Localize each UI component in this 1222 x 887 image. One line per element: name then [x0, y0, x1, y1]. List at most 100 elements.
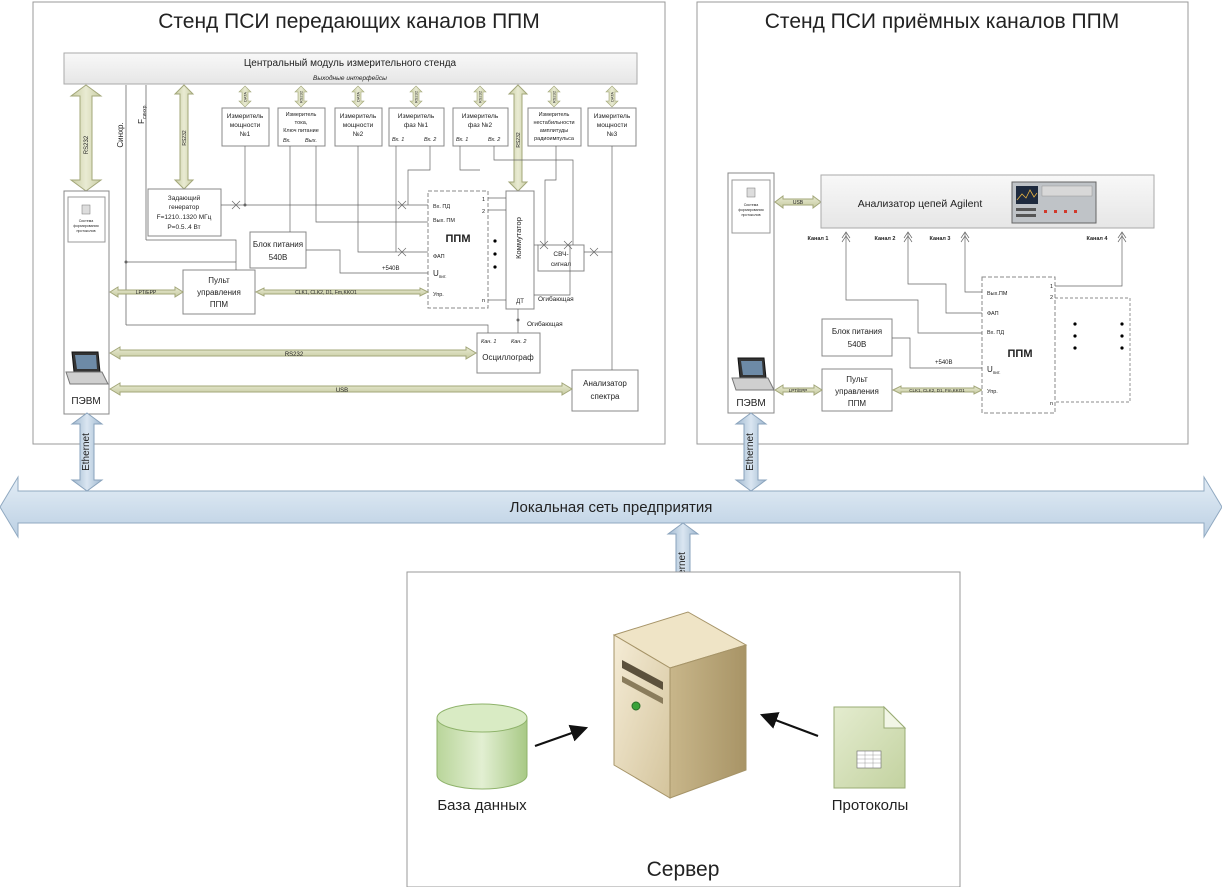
meter-link-arrow — [409, 85, 423, 108]
db-to-server-arrow — [534, 724, 589, 748]
sync-label: Синхр. — [116, 122, 125, 147]
tx-laptop-icon — [65, 351, 109, 385]
tx-rs232-bus: RS232 — [109, 346, 477, 360]
tx-pc-label: ПЭВМ — [71, 396, 100, 407]
svg-text:Ethernet: Ethernet — [677, 552, 688, 590]
svg-text:ДТ: ДТ — [516, 299, 524, 305]
svg-text:CLK1, CLK2, D1, Fm,KKO1: CLK1, CLK2, D1, Fm,KKO1 — [295, 290, 357, 296]
svg-text:СВЧ-сигнал: СВЧ-сигнал — [551, 251, 571, 268]
svg-text:Коммутатор: Коммутатор — [514, 217, 523, 259]
output-interfaces-label: Выходные интерфейсы — [313, 74, 387, 82]
tx-wiring — [126, 146, 613, 370]
rx-pc-label: ПЭВМ — [736, 398, 765, 409]
svg-text:RS232: RS232 — [182, 130, 188, 146]
svg-text:USB: USB — [336, 388, 348, 394]
svg-text:2: 2 — [1050, 295, 1053, 301]
tx-lpt-bus: LPT/EPP — [109, 286, 184, 298]
svg-text:1: 1 — [1050, 284, 1053, 290]
svg-text:RS232: RS232 — [285, 352, 304, 358]
svg-text:Упр.: Упр. — [987, 389, 998, 395]
tx-stand-title: Стенд ПСИ передающих каналов ППМ — [158, 10, 540, 33]
svg-text:Канал 2: Канал 2 — [875, 236, 896, 242]
rx-plus540: +540В — [935, 360, 953, 366]
svg-text:Вх. 1Вх. 2: Вх. 1Вх. 2 — [456, 137, 500, 143]
rf-signal-label: СВЧ-сигнал — [537, 244, 585, 272]
envelope-label-1: Огибающая — [538, 295, 574, 303]
svg-text:n: n — [1050, 401, 1053, 407]
protocols-document-icon — [833, 705, 907, 789]
svg-text:Упр.: Упр. — [433, 292, 444, 298]
ethernet-rx: Ethernet — [734, 412, 768, 492]
network-analyzer: Анализатор цепей Agilent — [820, 174, 1155, 229]
meter-link-label: RS232 — [552, 90, 557, 103]
central-module-label: Центральный модуль измерительного стенда — [244, 58, 457, 69]
svg-text:1: 1 — [482, 197, 485, 203]
svg-text:Uпит.: Uпит. — [433, 269, 447, 279]
server-area: Сервер База данных Протоколы — [406, 571, 961, 887]
rx-channel-connectors — [841, 231, 1127, 243]
network-analyzer-device-icon — [1011, 181, 1097, 224]
switch-box: Коммутатор ДТ — [505, 190, 535, 310]
tx-junctions — [124, 203, 520, 322]
meter-link-label: DATA — [243, 92, 248, 102]
svg-text:ППМ: ППМ — [1008, 348, 1033, 360]
rx-stand-title: Стенд ПСИ приёмных каналов ППМ — [765, 10, 1119, 33]
tx-usb-bus: USB — [109, 382, 573, 396]
svg-text:ППМ: ППМ — [446, 233, 471, 245]
tx-coupler-marks — [231, 200, 599, 257]
svg-text:Канал 3: Канал 3 — [930, 236, 951, 242]
lan-bus: Локальная сеть предприятия — [0, 475, 1222, 539]
svg-text:RS232: RS232 — [516, 132, 522, 148]
envelope-label-2: Огибающая — [527, 320, 563, 328]
svg-text:USB: USB — [793, 200, 804, 206]
svg-text:Канал 1: Канал 1 — [808, 236, 829, 242]
meter-link-label: DATA — [356, 92, 361, 102]
protocols-label: Протоколы — [832, 797, 908, 814]
protocols-to-server-arrow — [759, 712, 819, 738]
svg-text:Ethernet: Ethernet — [81, 433, 92, 471]
svg-text:2: 2 — [482, 209, 485, 215]
svg-text:n: n — [482, 298, 485, 304]
meter-link-arrow — [547, 85, 561, 108]
tx-stand: Стенд ПСИ передающих каналов ППМ Централ… — [32, 1, 666, 445]
ethernet-tx: Ethernet — [70, 412, 104, 492]
rx-lpt-bus: LPT/EPP — [774, 384, 823, 396]
f-sync-label: Fсинхр. — [137, 104, 148, 124]
svg-text:Вх. 1Вх. 2: Вх. 1Вх. 2 — [392, 137, 436, 143]
svg-text:RS232: RS232 — [84, 135, 90, 154]
rx-laptop-icon — [731, 357, 775, 391]
meter-link-arrow — [238, 85, 252, 108]
database-icon — [436, 703, 528, 790]
meter-link-label: DATA — [610, 92, 615, 102]
tx-plus540: +540В — [382, 266, 400, 272]
svg-text:Осциллограф: Осциллограф — [482, 353, 534, 362]
svg-text:Канал 4: Канал 4 — [1087, 236, 1109, 242]
lan-label: Локальная сеть предприятия — [510, 499, 713, 516]
svg-text:Вх.Вых.: Вх.Вых. — [283, 138, 317, 144]
